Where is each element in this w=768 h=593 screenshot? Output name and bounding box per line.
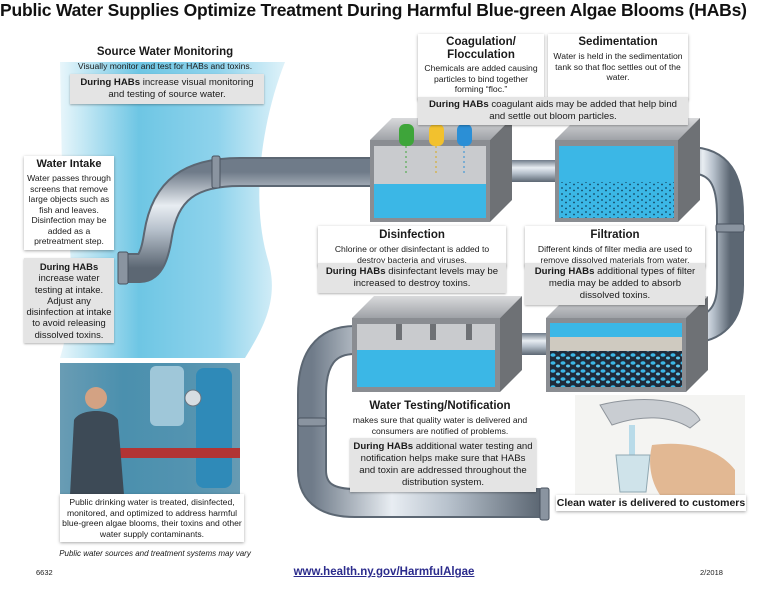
coagulation-habs-box: During HABs coagulant aids may be added … (418, 97, 688, 125)
coag-habs-label: During HABs (429, 99, 489, 110)
water-intake-box: Water Intake Water passes through screen… (24, 156, 114, 250)
source-habs-text: increase visual monitoring and testing o… (108, 77, 254, 100)
coagulation-box: Coagulation/ Flocculation Chemicals are … (418, 34, 544, 100)
disinfection-heading: Disinfection (379, 229, 445, 241)
footer-date: 2/2018 (700, 568, 723, 577)
water-testing-text: makes sure that quality water is deliver… (352, 415, 528, 436)
source-monitoring-text: Visually monitor and test for HABs and t… (77, 61, 253, 71)
footer-url-link[interactable]: www.health.ny.gov/HarmfulAlgae (293, 566, 475, 578)
technician-photo (60, 363, 240, 495)
sedimentation-box: Sedimentation Water is held in the sedim… (548, 34, 688, 100)
disinfection-habs-text: disinfectant levels may be increased to … (353, 266, 499, 289)
photo-caption: Public drinking water is treated, disinf… (60, 494, 244, 542)
filtration-box: Filtration Different kinds of filter med… (525, 226, 705, 267)
faucet-photo (575, 395, 745, 495)
footer-link-row: www.health.ny.gov/HarmfulAlgae (0, 566, 768, 578)
chemical-bottle-blue-icon (457, 124, 472, 146)
disinfection-text: Chlorine or other disinfectant is added … (334, 244, 490, 265)
water-testing-panel: Water Testing/Notification makes sure th… (350, 400, 530, 436)
water-faucet-icon (599, 399, 701, 429)
disinfection-tank (352, 296, 522, 392)
sedimentation-text: Water is held in the sedimentation tank … (553, 51, 683, 82)
footer-code: 6632 (36, 568, 53, 577)
source-monitoring-heading: Source Water Monitoring (96, 46, 234, 58)
testing-habs-text: additional water testing and notificatio… (359, 441, 533, 488)
filtration-habs-label: During HABs (534, 266, 595, 277)
filtration-habs-text: additional types of filter media may be … (548, 266, 696, 301)
source-monitoring-habs-box: During HABs increase visual monitoring a… (70, 74, 264, 104)
water-intake-text: Water passes through screens that remove… (27, 173, 111, 246)
page-title: Public Water Supplies Optimize Treatment… (0, 0, 747, 20)
testing-habs-label: During HABs (353, 441, 414, 452)
chemical-bottle-yellow-icon (429, 124, 444, 146)
disinfection-habs-box: During HABs disinfectant levels may be i… (318, 263, 506, 293)
water-intake-heading: Water Intake (36, 158, 102, 170)
source-monitoring-panel: Source Water Monitoring Visually monitor… (70, 46, 260, 71)
filtration-heading: Filtration (590, 229, 640, 241)
sedimentation-heading: Sedimentation (578, 36, 658, 48)
sedimentation-tank (555, 118, 700, 222)
intake-habs-label: During HABs (39, 261, 99, 272)
disinfection-habs-label: During HABs (325, 266, 386, 277)
coagulation-heading: Coagulation/ Flocculation (446, 36, 516, 61)
delivery-label: Clean water is delivered to customers (556, 495, 746, 511)
filtration-habs-box: During HABs additional types of filter m… (525, 263, 705, 305)
filtration-text: Different kinds of filter media are used… (537, 244, 693, 265)
intake-habs-text: increase water testing at intake. Adjust… (26, 272, 112, 340)
water-testing-habs-box: During HABs additional water testing and… (350, 438, 536, 492)
water-intake-habs-box: During HABs increase water testing at in… (24, 258, 114, 344)
chemical-bottles (399, 124, 472, 175)
source-habs-label: During HABs (80, 77, 141, 88)
disinfection-box: Disinfection Chlorine or other disinfect… (318, 226, 506, 267)
systems-vary-note: Public water sources and treatment syste… (59, 549, 251, 558)
chemical-bottle-green-icon (399, 124, 414, 146)
water-glass-icon (615, 454, 651, 493)
filtration-tank (546, 296, 708, 392)
coagulation-text: Chemicals are added causing particles to… (424, 63, 538, 94)
water-testing-heading: Water Testing/Notification (369, 400, 511, 412)
coag-habs-text: coagulant aids may be added that help bi… (488, 99, 677, 122)
